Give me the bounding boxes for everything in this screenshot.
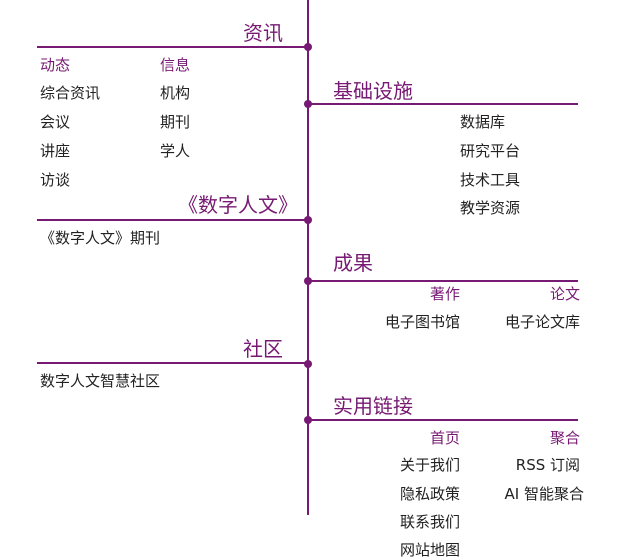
- link-item[interactable]: 机构: [160, 84, 191, 102]
- timeline-dot: [304, 416, 312, 424]
- timeline-dot: [304, 277, 312, 285]
- timeline-dot: [304, 360, 312, 368]
- link-item[interactable]: 网站地图: [399, 541, 460, 559]
- timeline-dot: [304, 216, 312, 224]
- section-title: 资讯: [243, 21, 283, 45]
- timeline-dot: [304, 43, 312, 51]
- column-header: 著作: [429, 285, 460, 303]
- link-item[interactable]: 综合资讯: [40, 84, 101, 102]
- column-header: 论文: [549, 285, 580, 303]
- link-item[interactable]: 教学资源: [460, 199, 521, 217]
- divider: [37, 219, 308, 221]
- column-header: 首页: [429, 429, 460, 447]
- link-item[interactable]: 研究平台: [460, 142, 521, 160]
- link-item[interactable]: 数据库: [460, 113, 506, 131]
- link-item[interactable]: 联系我们: [399, 513, 460, 531]
- link-item[interactable]: 访谈: [40, 171, 71, 189]
- section-title: 《数字人文》: [178, 193, 298, 217]
- link-item[interactable]: RSS 订阅: [515, 456, 580, 474]
- link-item[interactable]: 电子论文库: [504, 313, 580, 331]
- divider: [308, 103, 578, 105]
- link-item[interactable]: 关于我们: [399, 456, 460, 474]
- divider: [308, 280, 578, 282]
- divider: [308, 419, 578, 421]
- link-item[interactable]: 电子图书馆: [384, 313, 460, 331]
- link-item[interactable]: 期刊: [160, 113, 191, 131]
- link-item[interactable]: 技术工具: [460, 171, 521, 189]
- section-title: 实用链接: [333, 394, 413, 418]
- link-item[interactable]: 讲座: [40, 142, 71, 160]
- divider: [37, 46, 308, 48]
- link-item[interactable]: 数字人文智慧社区: [40, 372, 161, 390]
- divider: [37, 362, 308, 364]
- timeline-dot: [304, 100, 312, 108]
- section-title: 成果: [333, 251, 373, 275]
- link-item[interactable]: 会议: [40, 113, 71, 131]
- link-item[interactable]: 学人: [160, 142, 191, 160]
- column-header: 信息: [160, 56, 191, 74]
- column-header: 聚合: [549, 429, 580, 447]
- link-item[interactable]: 隐私政策: [399, 485, 460, 503]
- column-header: 动态: [40, 56, 71, 74]
- section-title: 基础设施: [333, 79, 413, 103]
- section-title: 社区: [243, 337, 283, 361]
- link-item[interactable]: AI 智能聚合: [504, 485, 584, 503]
- link-item[interactable]: 《数字人文》期刊: [40, 229, 161, 247]
- timeline-axis: [307, 0, 309, 515]
